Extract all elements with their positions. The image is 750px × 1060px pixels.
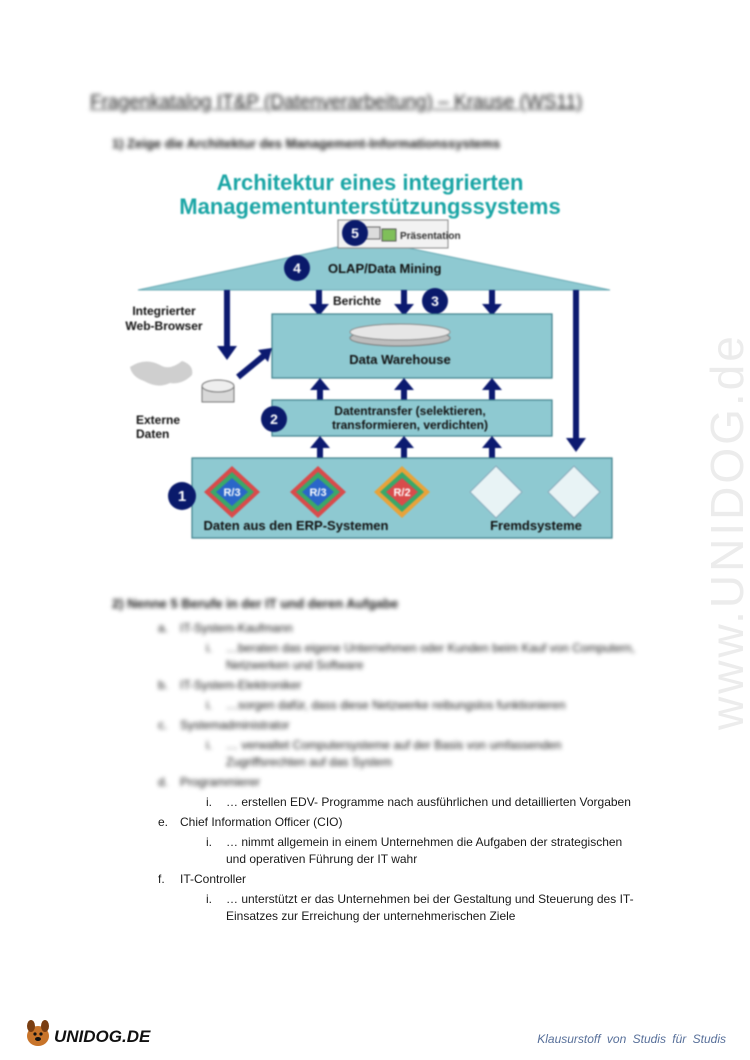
olap-roof [137, 239, 611, 291]
computer-icon [365, 226, 381, 240]
badge-1-label: 1 [178, 488, 186, 505]
diagram-title-line1: Architektur eines integrierten [217, 170, 524, 195]
browser-arrow [217, 346, 237, 360]
svg-text:UNIDOG.DE: UNIDOG.DE [54, 1027, 151, 1046]
svg-text:R/3: R/3 [309, 487, 326, 499]
list-item: Einsatzes zur Erreichung der unternehmer… [226, 909, 516, 923]
badge-2-label: 2 [270, 411, 278, 427]
transfer-line1: Datentransfer (selektieren, [334, 404, 485, 418]
document-title: Fragenkatalog IT&P (Datenverarbeitung) –… [90, 92, 583, 113]
list-item: f.IT-Controller [158, 872, 247, 886]
fremd-arrow [566, 438, 586, 452]
badge-4 [284, 255, 310, 281]
badge-2 [261, 406, 287, 432]
badge-3 [422, 288, 448, 314]
badge-5 [342, 220, 368, 246]
svg-text:R/2: R/2 [393, 487, 410, 499]
fremd-system-icon-a [469, 465, 523, 519]
fremd-system-icon-b [547, 465, 601, 519]
architecture-diagram: Architektur eines integrierten Managemen… [125, 170, 613, 539]
chart-icon [381, 228, 397, 242]
unidog-logo[interactable]: UNIDOG.DE [22, 1014, 152, 1050]
r2-icon: R/2 [374, 466, 430, 518]
data-warehouse-label: Data Warehouse [349, 352, 450, 367]
web-browser-line2: Web-Browser [125, 319, 202, 333]
list-item: i.… nimmt allgemein in einem Unternehmen… [206, 835, 623, 849]
question-2: 2) Nenne 5 Berufe in der IT und deren Au… [112, 596, 399, 611]
list-item: i.…sorgen dafür, dass diese Netzwerke re… [206, 698, 566, 712]
transfer-line2: transformieren, verdichten) [332, 418, 488, 432]
list-item: d.Programmierer [158, 775, 261, 789]
footer-tagline: Klausurstoff von Studis für Studis [537, 1032, 726, 1046]
list-item: und operativen Führung der IT wahr [226, 852, 418, 866]
badge-5-label: 5 [351, 225, 359, 241]
berichte-label: Berichte [333, 294, 381, 308]
r3-icon-b: R/3 [290, 466, 346, 518]
presentation-label: Präsentation [400, 231, 461, 242]
fremdsysteme-label: Fremdsysteme [490, 518, 582, 533]
badge-3-label: 3 [431, 293, 439, 309]
external-arrow [258, 348, 272, 362]
world-map-icon [130, 361, 193, 386]
externe-line1: Externe [136, 413, 180, 427]
list-item: i.… erstellen EDV- Programme nach ausfüh… [206, 795, 631, 809]
list-item: Zugriffsrechten auf das System [226, 755, 392, 769]
web-browser-line1: Integrierter [132, 304, 196, 318]
watermark: www.UNIDOG.de [701, 333, 750, 730]
list-item: a.IT-System-Kaufmann [158, 621, 293, 635]
list-item: c.Systemadministrator [158, 718, 290, 732]
report-arrows [309, 290, 502, 316]
erp-label: Daten aus den ERP-Systemen [204, 518, 389, 533]
badge-1 [168, 482, 196, 510]
list-item: b.IT-System-Elektroniker [158, 678, 302, 692]
externe-line2: Daten [136, 427, 169, 441]
question-1: 1) Zeige die Architektur des Management-… [112, 136, 501, 151]
svg-text:R/3: R/3 [223, 487, 240, 499]
dog-icon [27, 1020, 49, 1046]
list-item: i.… unterstützt er das Unternehmen bei d… [206, 892, 634, 906]
erp-arrows [310, 436, 502, 462]
list-item: Netzwerken und Software [226, 658, 364, 672]
list-item: i.…beraten das eigene Unternehmen oder K… [206, 641, 635, 655]
datentransfer-box [271, 399, 553, 437]
olap-label: OLAP/Data Mining [328, 261, 441, 276]
diagram-title-line2: Managementunterstützungssystems [179, 194, 560, 219]
list-item: i.… verwaltet Computersysteme auf der Ba… [206, 738, 562, 752]
list-item: e.Chief Information Officer (CIO) [158, 815, 343, 829]
r3-icon-a: R/3 [204, 466, 260, 518]
transfer-arrows [310, 378, 502, 402]
badge-4-label: 4 [293, 260, 301, 276]
